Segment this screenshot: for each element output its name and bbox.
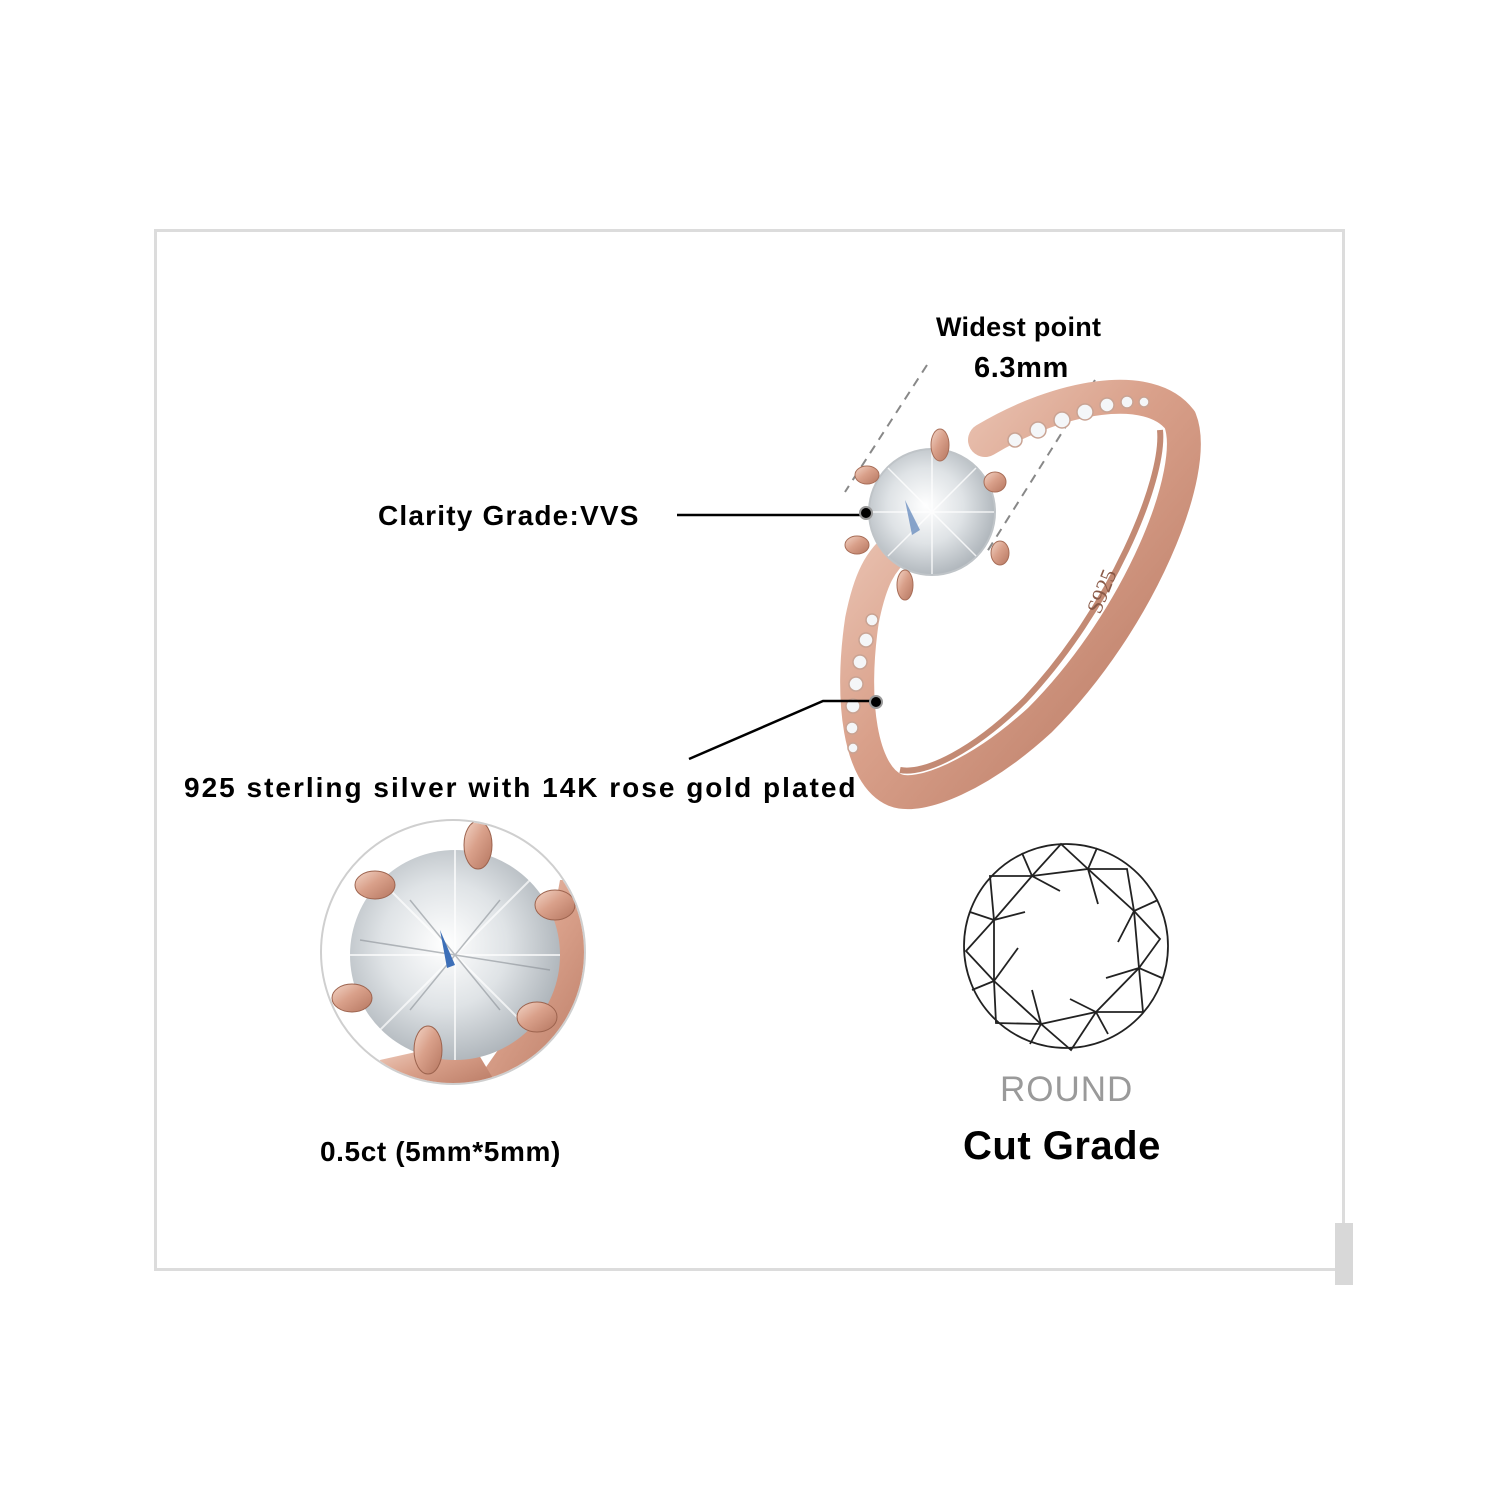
metal-label: 925 sterling silver with 14K rose gold p… [184,772,858,803]
metal-leader [688,699,870,761]
carat-caption: 0.5ct (5mm*5mm) [320,1136,561,1167]
widest-point-value: 6.3mm [974,352,1069,384]
frame-scroll-tab [1335,1223,1353,1285]
cut-shape-label: ROUND [1000,1070,1134,1109]
stone-closeup [320,819,586,1085]
widest-point-label: Widest point [936,312,1102,342]
round-cut-diagram [963,842,1169,1052]
clarity-grade-label: Clarity Grade:VVS [378,500,640,531]
spec-frame [154,229,1345,1271]
cut-grade-title: Cut Grade [963,1124,1161,1168]
